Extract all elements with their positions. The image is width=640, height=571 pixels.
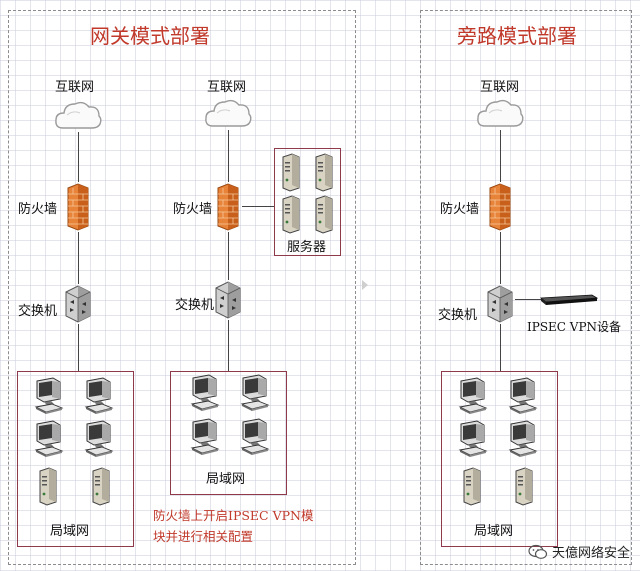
- firewall-label: 防火墙: [440, 202, 480, 217]
- link-switch-lan: [78, 324, 79, 372]
- link-internet-firewall: [228, 130, 229, 182]
- cloud-icon: [203, 96, 253, 130]
- bypass-mode-title: 旁路模式部署: [457, 24, 577, 48]
- switch-icon: [485, 284, 515, 324]
- computer-icon: [240, 418, 270, 456]
- firewall-icon: [214, 182, 242, 232]
- switch-label: 交换机: [438, 308, 478, 323]
- link-firewall-switch: [228, 232, 229, 280]
- vpn-device-label: IPSEC VPN设备: [527, 320, 622, 334]
- computer-icon: [84, 377, 114, 415]
- lan-label: 局域网: [50, 524, 90, 539]
- switch-icon: [213, 280, 243, 320]
- lan-label: 局域网: [206, 472, 246, 487]
- link-firewall-switch: [78, 232, 79, 284]
- cloud-icon: [475, 96, 525, 130]
- note-line: 块并进行相关配置: [153, 529, 254, 544]
- computer-icon: [458, 377, 488, 415]
- computer-icon: [34, 377, 64, 415]
- bypass-mode-panel: [420, 10, 632, 565]
- computer-icon: [190, 374, 220, 412]
- server-icon: [313, 194, 335, 234]
- lan-group: [170, 371, 287, 495]
- server-icon: [37, 466, 59, 506]
- switch-label: 交换机: [175, 298, 215, 313]
- firewall-label: 防火墙: [18, 202, 58, 217]
- gateway-mode-panel: [8, 10, 356, 565]
- link-internet-firewall: [78, 132, 79, 182]
- server-icon: [513, 466, 535, 506]
- computer-icon: [240, 374, 270, 412]
- lan-group: [441, 371, 558, 547]
- switch-icon: [63, 284, 93, 324]
- chevron-right-icon: [362, 280, 368, 290]
- server-group: [274, 148, 341, 256]
- servers-label: 服务器: [287, 240, 327, 255]
- watermark: 天億网络安全: [528, 542, 630, 561]
- internet-label: 互联网: [480, 80, 520, 95]
- computer-icon: [458, 420, 488, 458]
- firewall-label: 防火墙: [173, 202, 213, 217]
- internet-label: 互联网: [55, 80, 95, 95]
- ipsec-config-note: 防火墙上开启IPSEC VPN模 块并进行相关配置: [153, 505, 353, 547]
- gateway-mode-title: 网关模式部署: [90, 24, 210, 48]
- lan-label: 局域网: [474, 524, 514, 539]
- watermark-text: 天億网络安全: [551, 546, 630, 561]
- internet-label: 互联网: [207, 80, 247, 95]
- switch-label: 交换机: [18, 304, 58, 319]
- link-switch-lan: [500, 324, 501, 372]
- computer-icon: [84, 420, 114, 458]
- server-icon: [280, 194, 302, 234]
- firewall-icon: [64, 182, 92, 232]
- link-internet-firewall: [500, 130, 501, 182]
- vpn-appliance-icon: [540, 294, 598, 305]
- computer-icon: [34, 420, 64, 458]
- computer-icon: [508, 420, 538, 458]
- server-icon: [313, 152, 335, 192]
- server-icon: [90, 466, 112, 506]
- computer-icon: [508, 377, 538, 415]
- note-line: 防火墙上开启IPSEC VPN模: [153, 508, 314, 523]
- computer-icon: [190, 418, 220, 456]
- link-switch-lan: [228, 320, 229, 372]
- lan-group: [17, 371, 134, 547]
- cloud-icon: [53, 98, 103, 132]
- link-switch-vpn: [515, 299, 541, 300]
- server-icon: [461, 466, 483, 506]
- link-firewall-switch: [500, 232, 501, 284]
- server-icon: [280, 152, 302, 192]
- wechat-icon: [528, 544, 548, 559]
- firewall-icon: [486, 182, 514, 232]
- link-firewall-servers: [242, 206, 274, 207]
